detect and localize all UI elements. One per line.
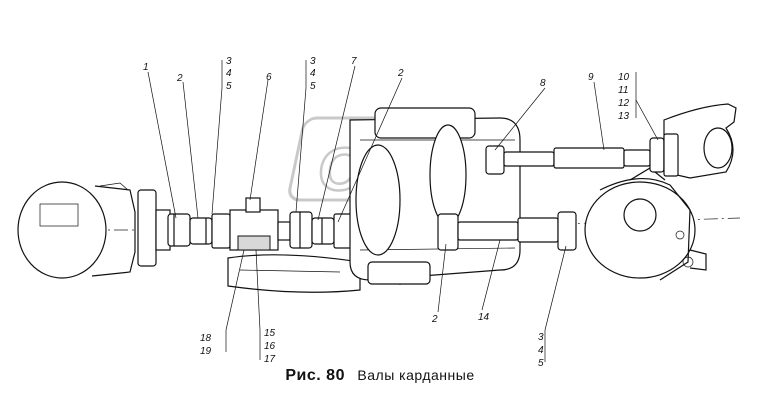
callout-9: 9 (588, 72, 594, 83)
callout-4: 4 (226, 68, 232, 79)
callout-15: 15 (264, 328, 276, 339)
callout-8: 8 (540, 78, 546, 89)
transfer-case (349, 107, 521, 285)
callout-4: 4 (538, 345, 544, 356)
callout-6: 6 (266, 72, 272, 83)
upper-cardan-shaft (485, 137, 665, 175)
callout-labels: 1 2 3 4 5 6 3 4 5 7 2 8 9 10 11 12 13 2 … (143, 56, 630, 369)
middle-cardan-shaft (277, 211, 355, 249)
callout-13: 13 (618, 111, 630, 122)
callout-11: 11 (618, 85, 628, 96)
rear-cardan-shaft (437, 211, 577, 251)
callout-7: 7 (351, 56, 357, 67)
figure-title: Валы карданные (357, 367, 475, 383)
callout-5: 5 (538, 358, 544, 369)
callout-5: 5 (226, 81, 232, 92)
middle-axle-housing (663, 103, 737, 179)
callout-4: 4 (310, 68, 316, 79)
callout-17: 17 (264, 354, 276, 365)
callout-16: 16 (264, 341, 276, 352)
callout-5: 5 (310, 81, 316, 92)
callout-1: 1 (143, 62, 149, 73)
callout-3: 3 (538, 332, 544, 343)
figure-caption: Рис. 80 Валы карданные (0, 367, 760, 385)
callout-19: 19 (200, 346, 212, 357)
callout-14: 14 (478, 312, 490, 323)
leader-lines (147, 60, 659, 362)
callout-2: 2 (397, 68, 404, 79)
callout-2: 2 (176, 73, 183, 84)
callout-2: 2 (431, 314, 438, 325)
rear-axle-housing (584, 167, 707, 281)
callout-12: 12 (618, 98, 630, 109)
callout-18: 18 (200, 333, 212, 344)
callout-10: 10 (618, 72, 630, 83)
front-cardan-shaft (167, 213, 231, 249)
callout-3: 3 (226, 56, 232, 67)
intermediate-support (227, 197, 361, 293)
figure-number: Рис. 80 (285, 367, 345, 384)
front-axle-housing (17, 181, 171, 279)
callout-3: 3 (310, 56, 316, 67)
